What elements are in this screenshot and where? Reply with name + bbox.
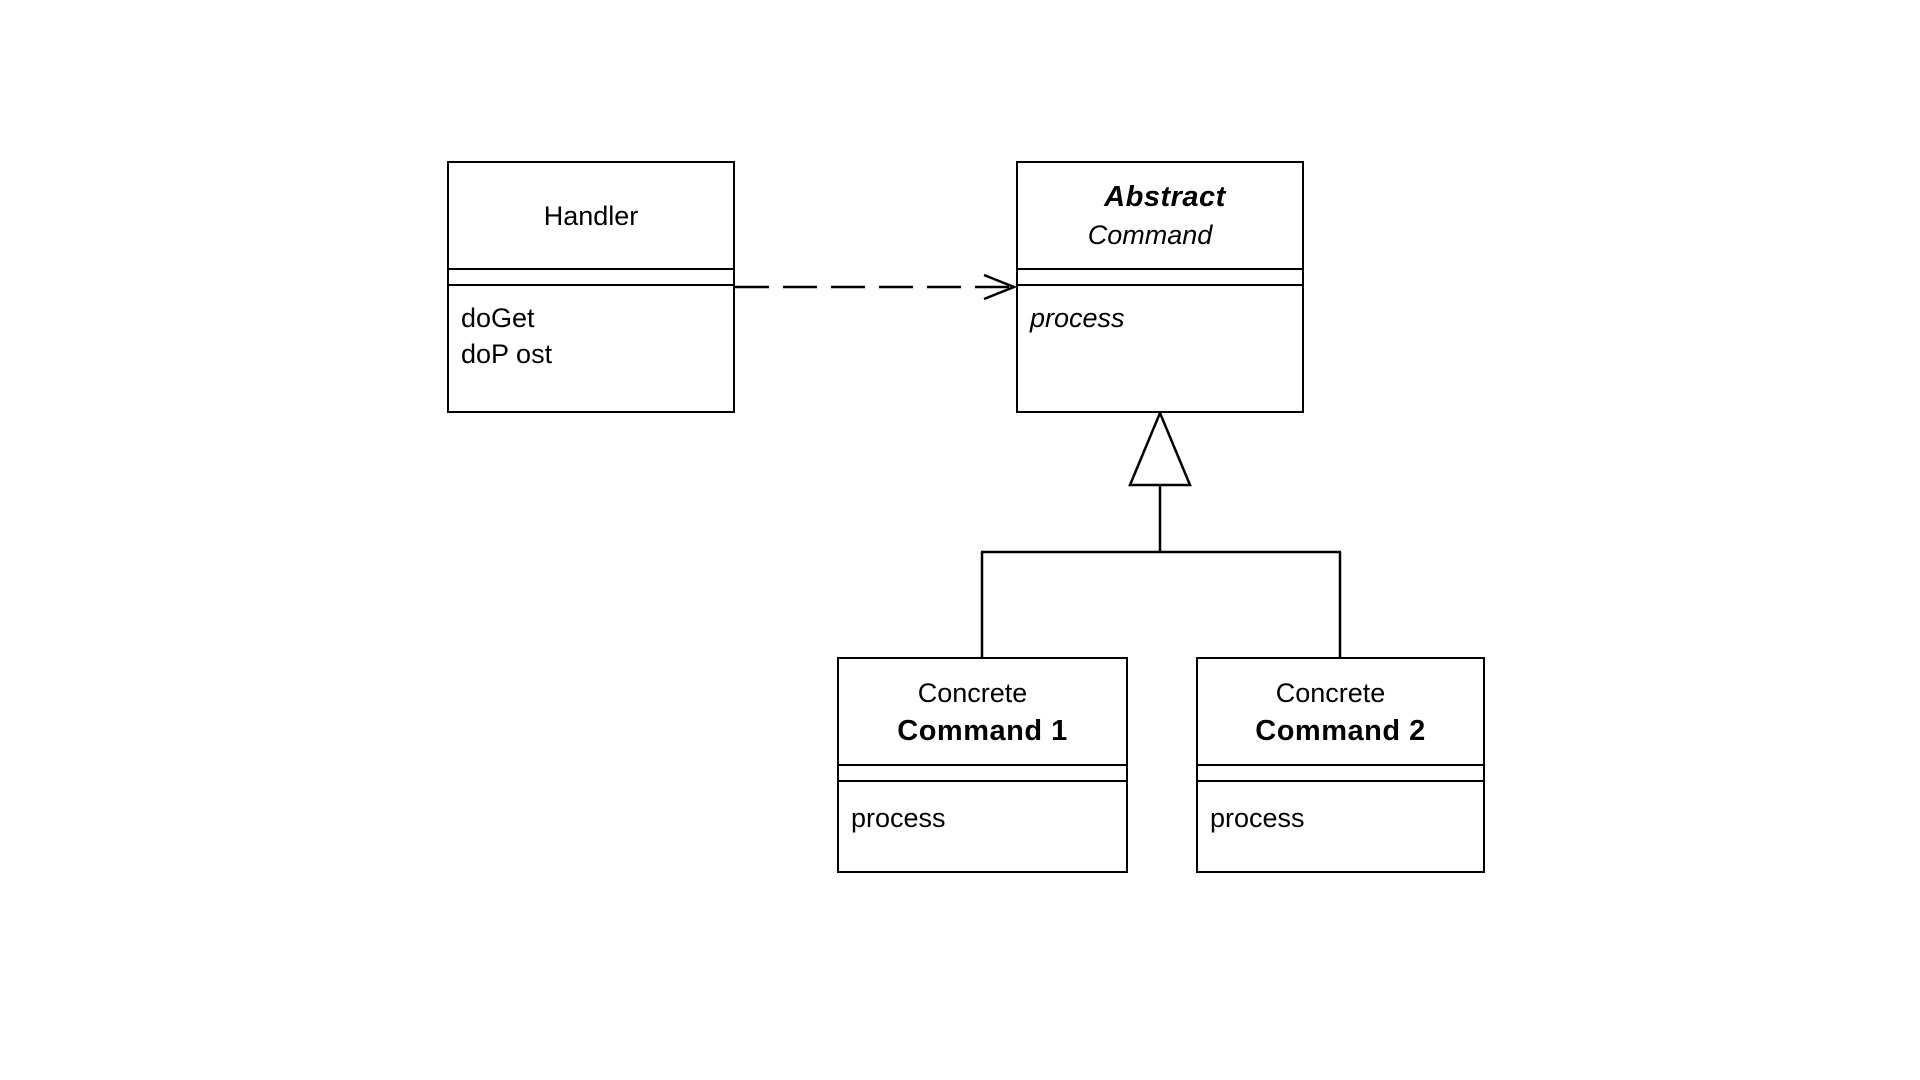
- concrete-command-1-name-line2: Command 1: [897, 714, 1068, 747]
- abstract-command-name-line1: Abstract: [1104, 180, 1226, 213]
- abstract-command-class[interactable]: Abstract Command process: [1016, 161, 1304, 413]
- concrete-command-2-attributes-compartment: [1198, 766, 1483, 782]
- concrete-command-1-name-compartment: Concrete Command 1: [839, 659, 1126, 766]
- concrete-command-2-operations-compartment: process: [1198, 782, 1483, 871]
- abstract-command-operations-compartment: process: [1018, 286, 1302, 411]
- handler-class-name: Handler: [543, 200, 639, 231]
- concrete-command-1-operation: process: [851, 803, 946, 833]
- concrete-command-1-class[interactable]: Concrete Command 1 process: [837, 657, 1128, 873]
- concrete-command-1-name-line1: Concrete: [917, 677, 1028, 708]
- handler-name-compartment: Handler: [449, 163, 733, 270]
- handler-attributes-compartment: [449, 270, 733, 286]
- handler-class[interactable]: Handler doGet doP ost: [447, 161, 735, 413]
- handler-operations-compartment: doGet doP ost: [449, 286, 733, 411]
- handler-operation: doGet: [461, 303, 535, 333]
- concrete-command-2-name-line1: Concrete: [1275, 677, 1386, 708]
- handler-operation: doP ost: [461, 339, 553, 369]
- concrete-command-1-operations-compartment: process: [839, 782, 1126, 871]
- concrete-command-1-attributes-compartment: [839, 766, 1126, 782]
- concrete-command-2-operation: process: [1210, 803, 1305, 833]
- concrete-command-2-class[interactable]: Concrete Command 2 process: [1196, 657, 1485, 873]
- abstract-command-attributes-compartment: [1018, 270, 1302, 286]
- abstract-command-name-compartment: Abstract Command: [1018, 163, 1302, 270]
- dependency-arrowhead: [983, 273, 1018, 301]
- concrete-command-2-name-compartment: Concrete Command 2: [1198, 659, 1483, 766]
- generalization-triangle: [1128, 409, 1192, 487]
- abstract-command-name-line2: Command: [1087, 219, 1213, 250]
- abstract-command-operation: process: [1030, 303, 1125, 333]
- concrete-command-2-name-line2: Command 2: [1255, 714, 1426, 747]
